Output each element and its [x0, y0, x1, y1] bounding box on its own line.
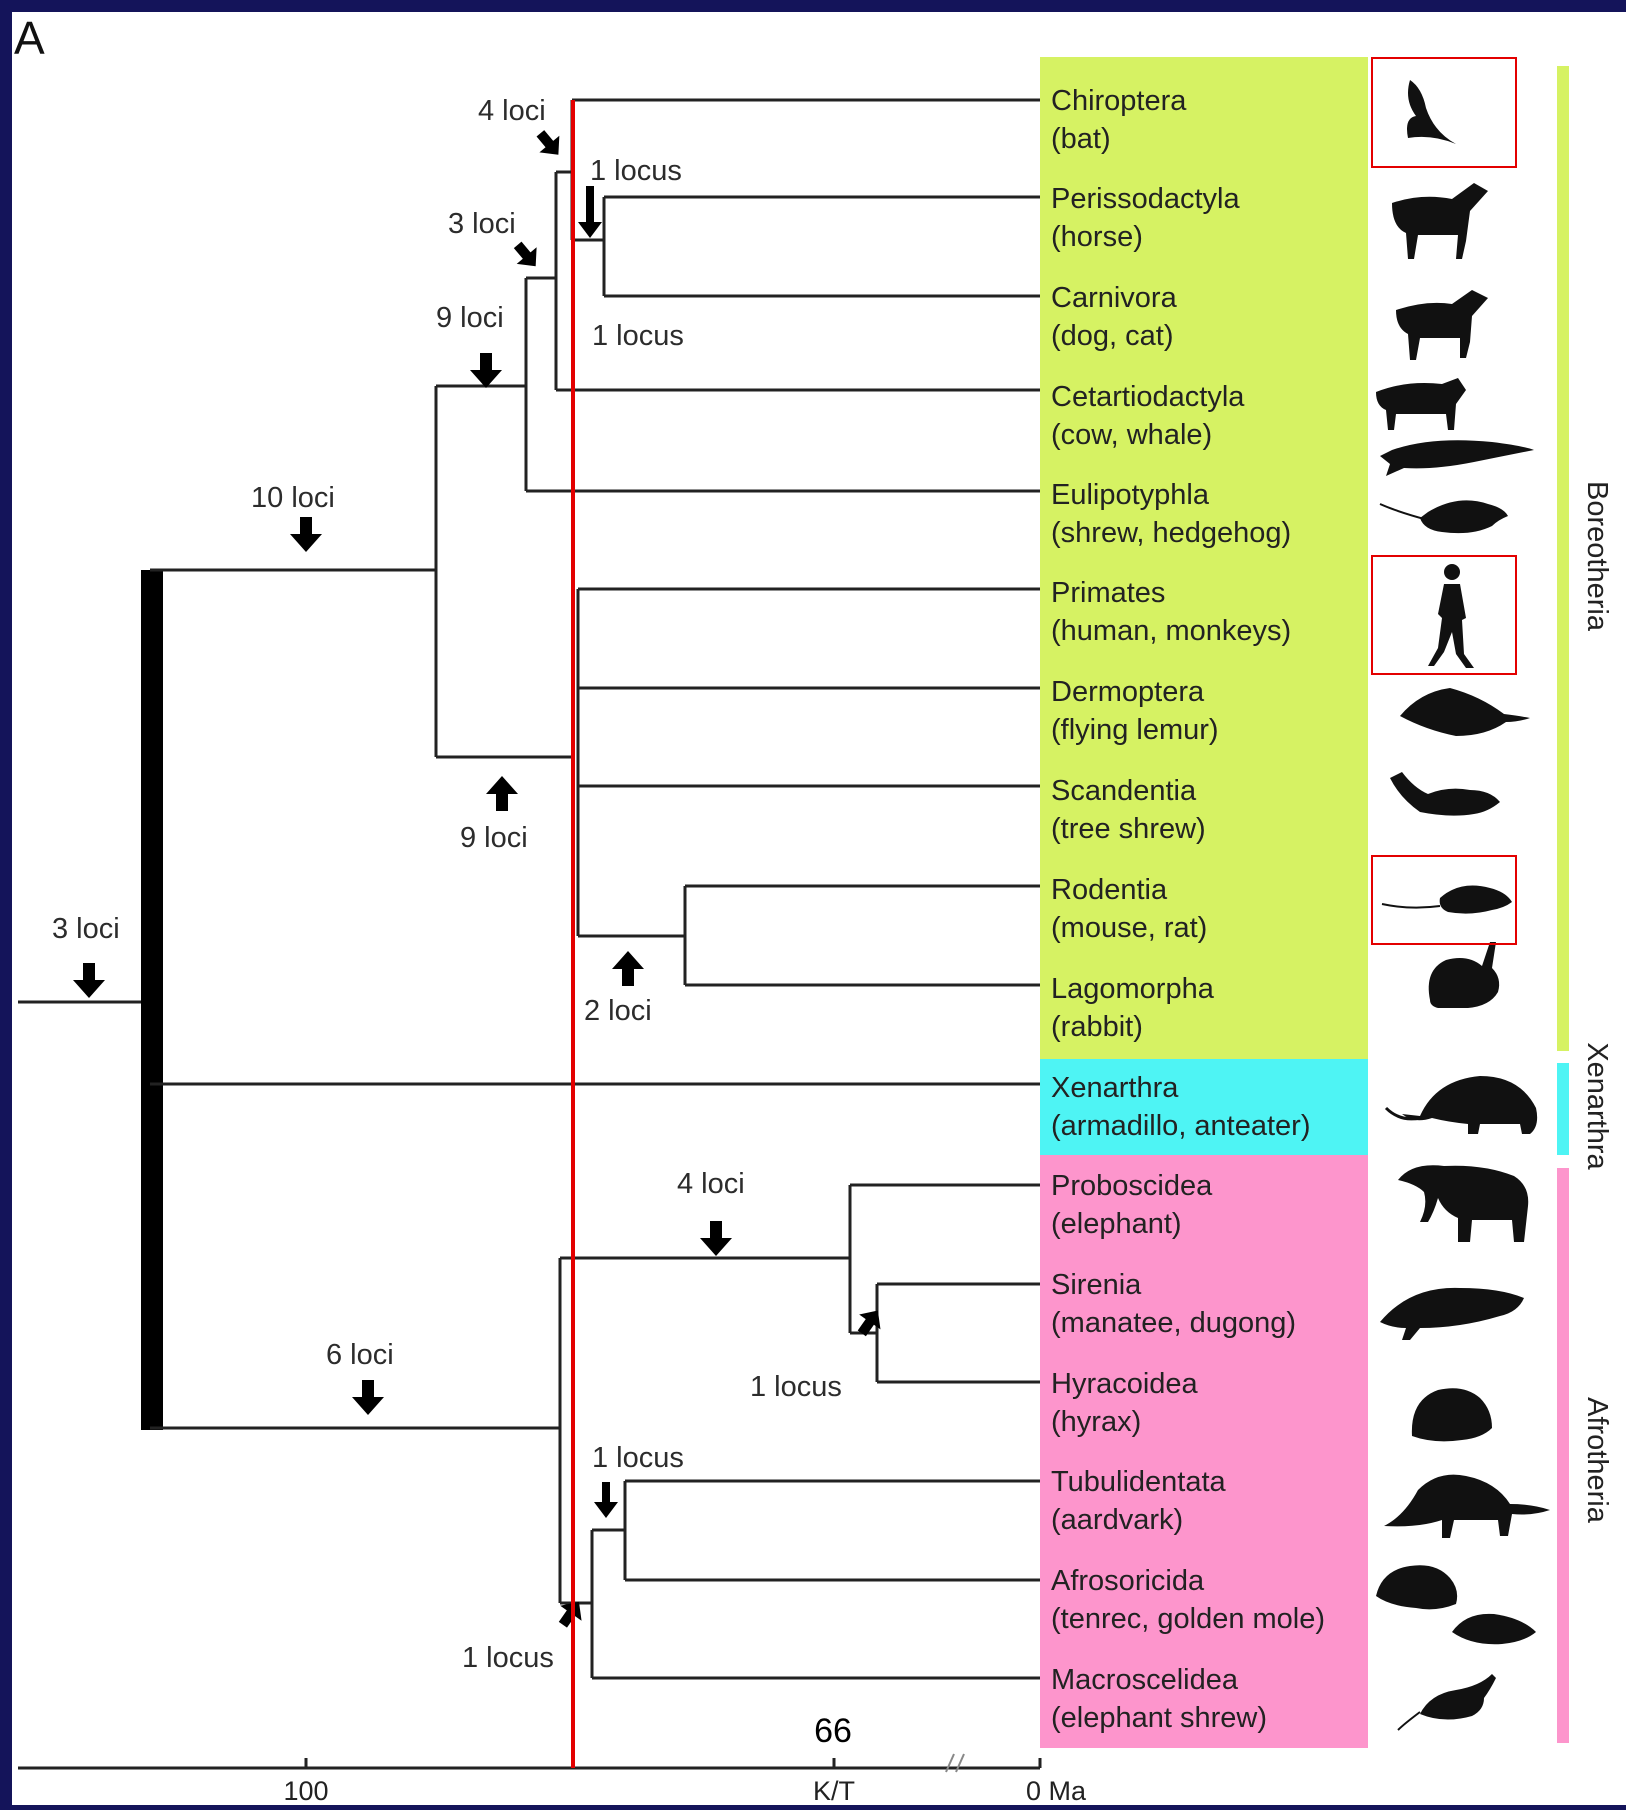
loci-label-afro-base: 1 locus [462, 1642, 554, 1674]
taxon-name: Rodentia [1051, 874, 1168, 906]
figure-panel: Boreotheria Xenarthra Afrotheria A [12, 12, 1626, 1805]
loci-label-4-loci-afro: 4 loci [677, 1168, 745, 1200]
loci-label-carnivora: 1 locus [592, 320, 684, 352]
dog-icon [1396, 290, 1488, 360]
taxon-common: (bat) [1051, 123, 1111, 155]
afrotheria-bar [1557, 1168, 1569, 1743]
taxon-common: (elephant) [1051, 1208, 1182, 1240]
taxon-name: Dermoptera [1051, 676, 1205, 708]
taxon-common: (flying lemur) [1051, 714, 1219, 746]
taxon-name: Primates [1051, 577, 1165, 609]
manatee-icon [1380, 1288, 1524, 1340]
hyrax-icon [1412, 1388, 1492, 1441]
taxon-name: Hyracoidea [1051, 1368, 1199, 1400]
taxon-name: Afrosoricida [1051, 1565, 1205, 1597]
taxon-common: (horse) [1051, 221, 1143, 253]
flying-lemur-icon [1400, 688, 1530, 736]
loci-label-10-loci: 10 loci [251, 482, 335, 514]
elephant-shrew-icon [1398, 1674, 1496, 1730]
bat-icon [1407, 80, 1456, 144]
cow-whale-icon [1376, 378, 1534, 476]
loci-label-horse-top: 1 locus [590, 155, 682, 187]
loci-label-aardvark: 1 locus [592, 1442, 684, 1474]
axis-tick-kt: K/T [813, 1776, 855, 1805]
taxon-common: (aardvark) [1051, 1504, 1183, 1536]
xenarthra-bar [1557, 1063, 1569, 1155]
taxon-name: Xenarthra [1051, 1072, 1179, 1104]
loci-label-9-loci-bottom: 9 loci [460, 822, 528, 854]
marker-label-66: 66 [814, 1712, 852, 1750]
taxon-name: Lagomorpha [1051, 973, 1215, 1005]
aardvark-icon [1384, 1475, 1550, 1538]
taxon-common: (rabbit) [1051, 1011, 1143, 1043]
taxon-name: Sirenia [1051, 1269, 1142, 1301]
loci-label-chiroptera: 4 loci [478, 95, 546, 127]
highlight-box-chiroptera [1372, 58, 1516, 167]
tree-shrew-icon [1390, 772, 1500, 816]
loci-label-sirenia: 1 locus [750, 1371, 842, 1403]
armadillo-icon [1386, 1076, 1537, 1134]
tenrec-icon [1376, 1565, 1536, 1644]
mouse-icon [1382, 886, 1512, 914]
loci-label-9-loci-top: 9 loci [436, 302, 504, 334]
taxon-name: Proboscidea [1051, 1170, 1213, 1202]
taxon-name: Macroscelidea [1051, 1664, 1239, 1696]
taxon-common: (mouse, rat) [1051, 912, 1207, 944]
group-label-boreotheria: Boreotheria [1581, 481, 1613, 632]
taxon-common: (cow, whale) [1051, 419, 1212, 451]
taxon-common: (armadillo, anteater) [1051, 1110, 1311, 1142]
taxon-common: (shrew, hedgehog) [1051, 517, 1291, 549]
taxon-common: (tree shrew) [1051, 813, 1206, 845]
taxon-name: Scandentia [1051, 775, 1197, 807]
taxon-name: Carnivora [1051, 282, 1178, 314]
phylogeny-diagram: Boreotheria Xenarthra Afrotheria A [12, 12, 1626, 1805]
taxon-common: (human, monkeys) [1051, 615, 1291, 647]
taxon-common: (tenrec, golden mole) [1051, 1603, 1325, 1635]
taxon-common: (elephant shrew) [1051, 1702, 1267, 1734]
time-axis: 100 K/T 0 Ma 66 [18, 1712, 1087, 1805]
group-label-xenarthra: Xenarthra [1581, 1042, 1613, 1170]
shrew-icon [1380, 500, 1508, 533]
human-icon [1428, 564, 1474, 668]
rabbit-icon [1429, 942, 1499, 1008]
afrotheria-band [1040, 1155, 1368, 1748]
elephant-icon [1398, 1165, 1528, 1242]
taxon-name: Cetartiodactyla [1051, 381, 1245, 413]
loci-label-2-loci: 2 loci [584, 995, 652, 1027]
taxon-name: Tubulidentata [1051, 1466, 1227, 1498]
axis-tick-0ma: 0 Ma [1026, 1776, 1087, 1805]
loci-label-3-loci-upper: 3 loci [448, 208, 516, 240]
horse-icon [1392, 183, 1488, 259]
taxon-common: (manatee, dugong) [1051, 1307, 1296, 1339]
tree-branches [18, 100, 1040, 1678]
loci-label-3-loci-root: 3 loci [52, 913, 120, 945]
taxon-common: (dog, cat) [1051, 320, 1174, 352]
taxon-name: Perissodactyla [1051, 183, 1240, 215]
panel-letter: A [14, 12, 45, 64]
loci-label-6-loci: 6 loci [326, 1339, 394, 1371]
taxon-name: Chiroptera [1051, 85, 1187, 117]
group-label-afrotheria: Afrotheria [1581, 1397, 1613, 1524]
locus-arrows [73, 125, 889, 1632]
boreotheria-bar [1557, 66, 1569, 1051]
taxon-name: Eulipotyphla [1051, 479, 1210, 511]
taxon-common: (hyrax) [1051, 1406, 1141, 1438]
axis-tick-100: 100 [283, 1776, 328, 1805]
